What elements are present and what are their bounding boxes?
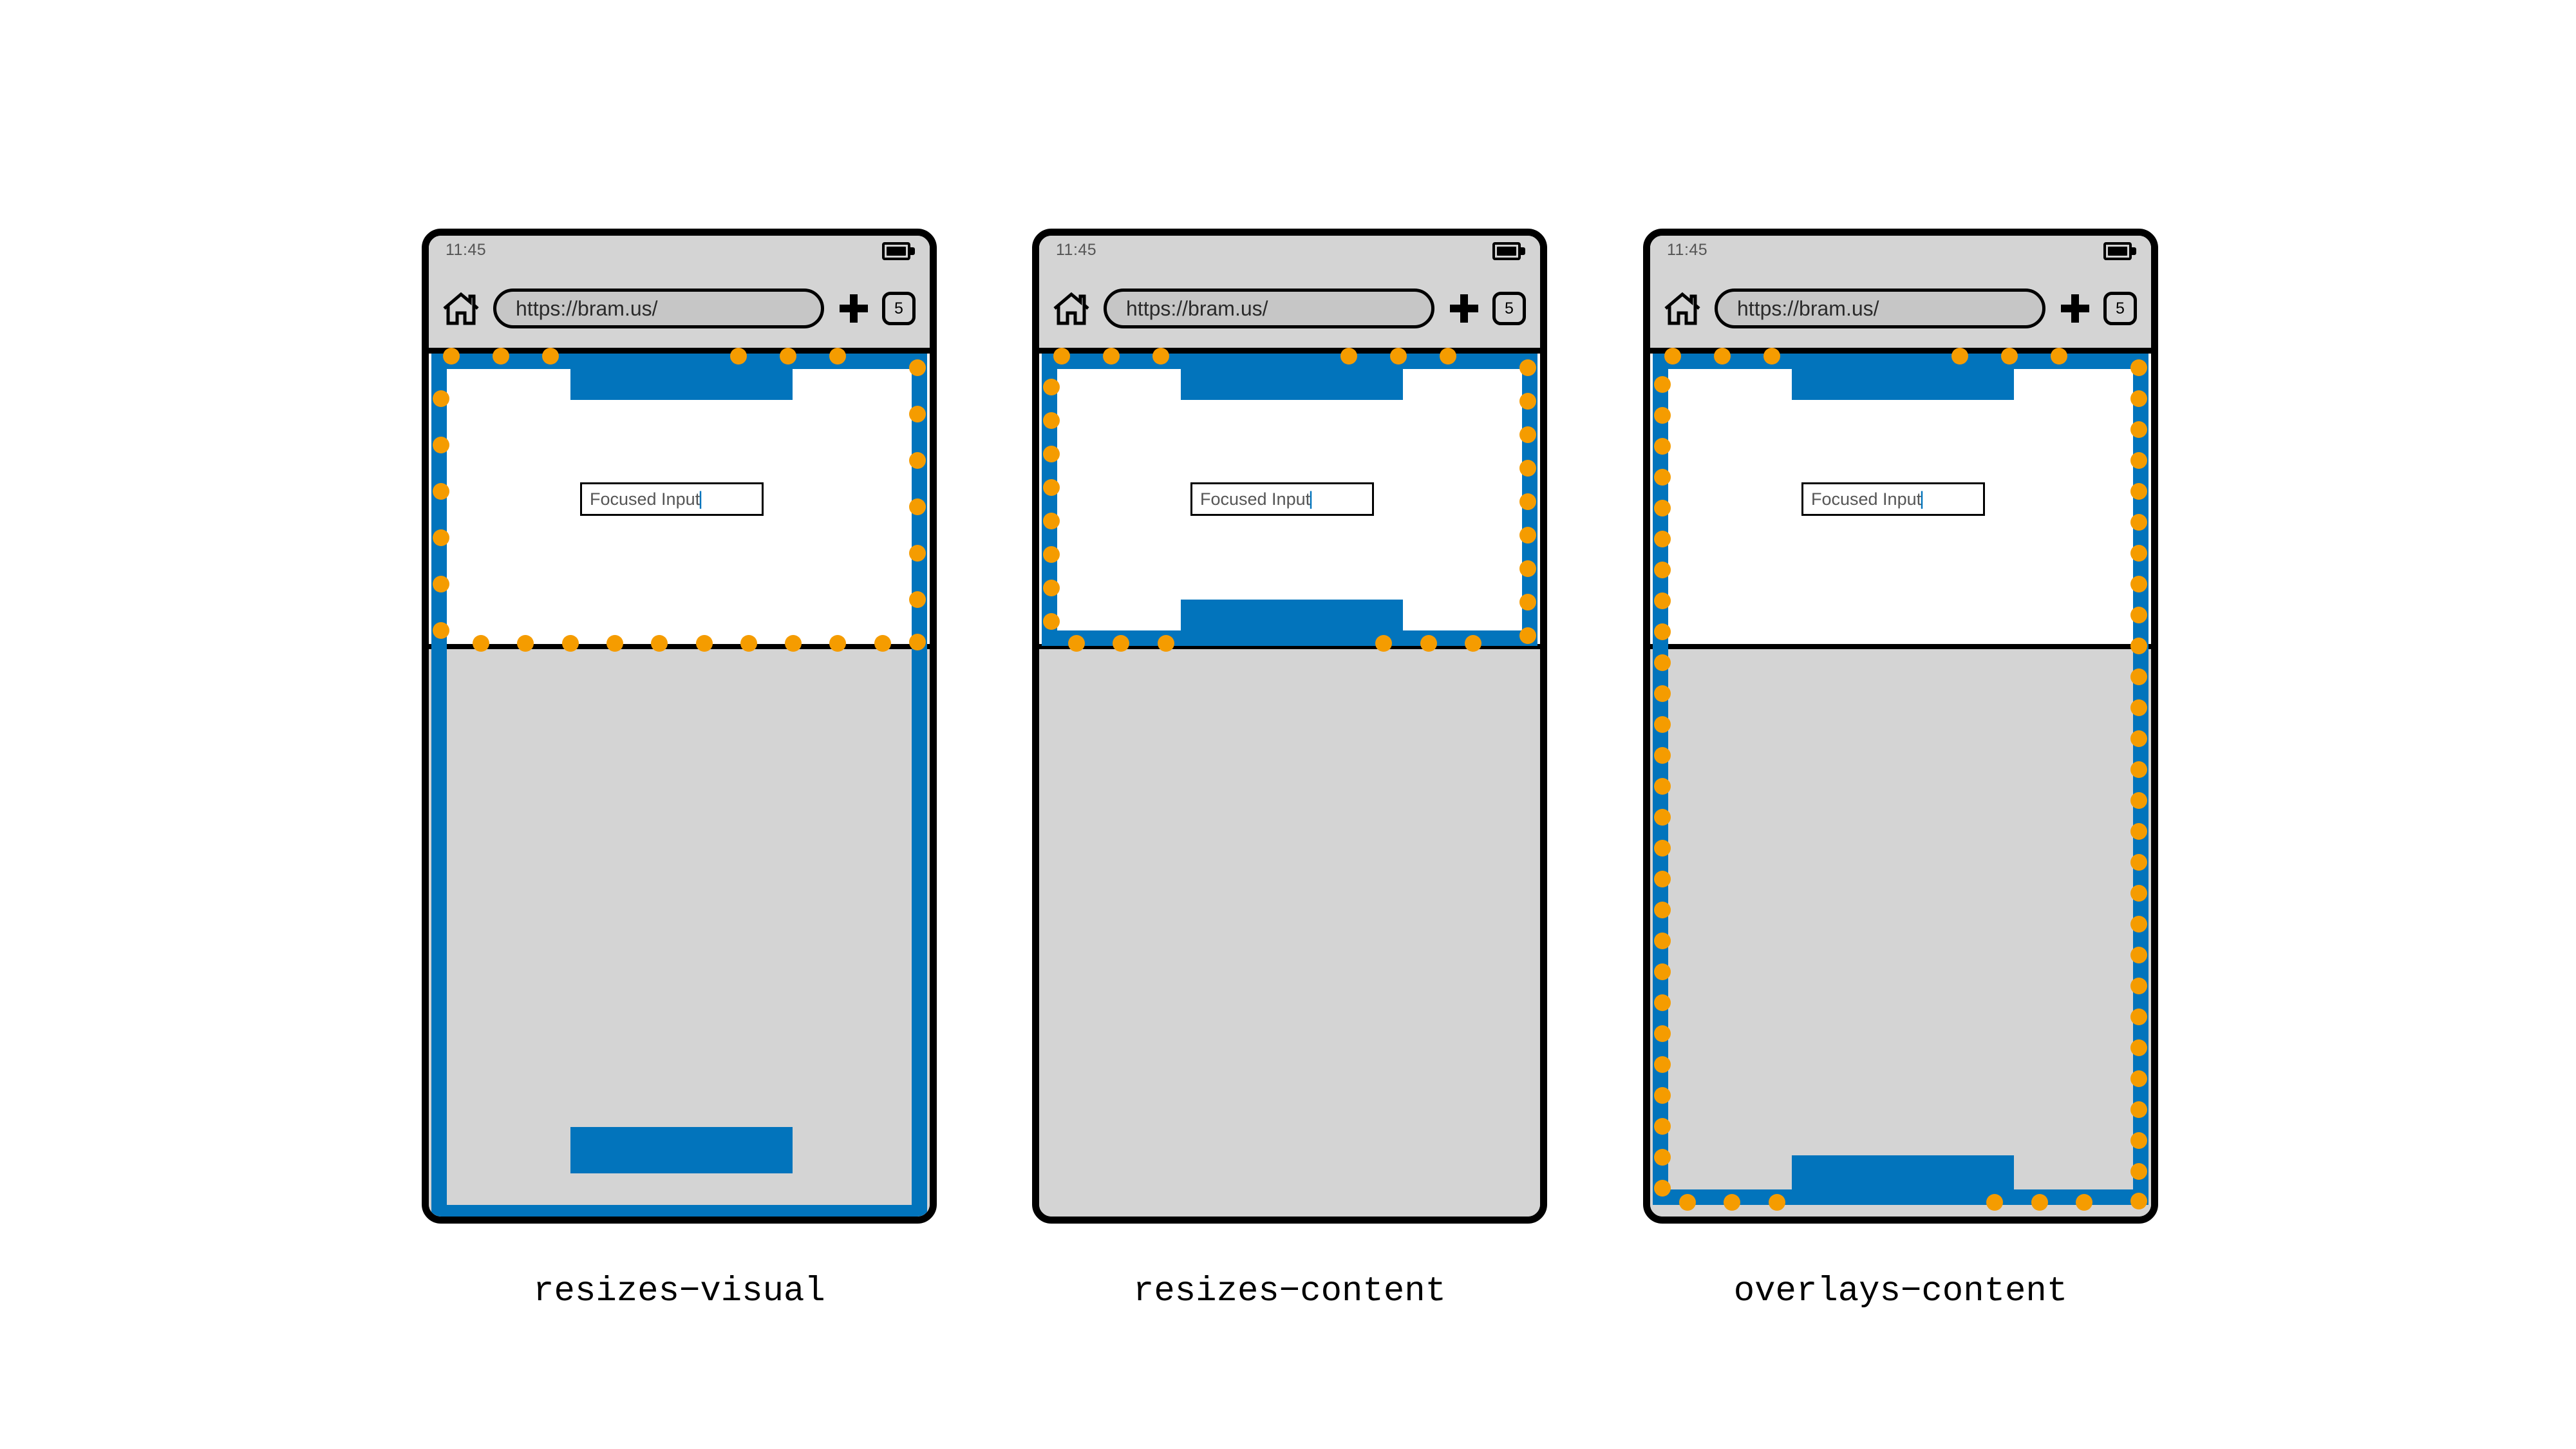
phone-frame: 11:45 https://bram.us/ [1032, 229, 1547, 1224]
status-clock: 11:45 [446, 241, 487, 259]
panel-caption: overlays−content [1733, 1272, 2068, 1311]
tab-count-button[interactable]: 5 [1492, 292, 1526, 325]
battery-full-icon [1492, 242, 1526, 260]
device-screen: Focused Input | [1039, 348, 1540, 1217]
focused-input-field[interactable]: Focused Input | [1190, 482, 1374, 516]
panel-resizes-visual: 11:45 https://bram.us/ [422, 229, 937, 1311]
tab-count-button[interactable]: 5 [2103, 292, 2137, 325]
virtual-keyboard [429, 644, 930, 1217]
page-header-block [1792, 354, 2014, 400]
browser-toolbar: https://bram.us/ 5 [429, 269, 930, 348]
focused-input-text: Focused Input [590, 489, 700, 509]
browser-chrome: 11:45 https://bram.us/ [1650, 236, 2151, 354]
device-screen: Focused Input | [1650, 348, 2151, 1217]
home-icon[interactable] [1664, 292, 1700, 325]
home-icon[interactable] [443, 292, 479, 325]
browser-toolbar: https://bram.us/ 5 [1650, 269, 2151, 348]
page-footer-block-extra [735, 1155, 793, 1173]
battery-full-icon [2103, 242, 2137, 260]
battery-full-icon [882, 242, 916, 260]
text-caret: | [1308, 488, 1313, 509]
panel-overlays-content: 11:45 https://bram.us/ [1643, 229, 2158, 1311]
panel-caption: resizes−content [1133, 1272, 1447, 1311]
status-bar: 11:45 [1650, 236, 2151, 269]
url-bar[interactable]: https://bram.us/ [1104, 289, 1434, 328]
focused-input-field[interactable]: Focused Input | [1801, 482, 1985, 516]
virtual-keyboard [1039, 644, 1540, 1217]
status-bar: 11:45 [1039, 236, 1540, 269]
phone-frame: 11:45 https://bram.us/ [422, 229, 937, 1224]
url-text: https://bram.us/ [1126, 296, 1268, 320]
status-bar: 11:45 [429, 236, 930, 269]
plus-icon[interactable] [840, 294, 868, 323]
text-caret: | [1919, 488, 1924, 509]
text-caret: | [698, 488, 703, 509]
url-bar[interactable]: https://bram.us/ [493, 289, 824, 328]
plus-icon[interactable] [2061, 294, 2089, 323]
plus-icon[interactable] [1450, 294, 1478, 323]
page-header-block [570, 354, 793, 400]
phone-frame: 11:45 https://bram.us/ [1643, 229, 2158, 1224]
status-clock: 11:45 [1667, 241, 1708, 259]
page-footer-block [1792, 1155, 2014, 1202]
tab-count-button[interactable]: 5 [882, 292, 916, 325]
browser-chrome: 11:45 https://bram.us/ [1039, 236, 1540, 354]
url-text: https://bram.us/ [516, 296, 658, 320]
url-bar[interactable]: https://bram.us/ [1715, 289, 2045, 328]
focused-input-text: Focused Input [1811, 489, 1922, 509]
panel-resizes-content: 11:45 https://bram.us/ [1032, 229, 1547, 1311]
focused-input-text: Focused Input [1200, 489, 1311, 509]
browser-chrome: 11:45 https://bram.us/ [429, 236, 930, 354]
url-text: https://bram.us/ [1737, 296, 1879, 320]
page-footer-block [1181, 600, 1403, 646]
device-screen: Focused Input | [429, 348, 930, 1217]
page-header-block [1181, 354, 1403, 400]
home-icon[interactable] [1053, 292, 1089, 325]
status-clock: 11:45 [1056, 241, 1097, 259]
browser-toolbar: https://bram.us/ 5 [1039, 269, 1540, 348]
focused-input-field[interactable]: Focused Input | [580, 482, 764, 516]
panel-caption: resizes−visual [533, 1272, 825, 1311]
virtual-keyboard [1650, 644, 2151, 1217]
